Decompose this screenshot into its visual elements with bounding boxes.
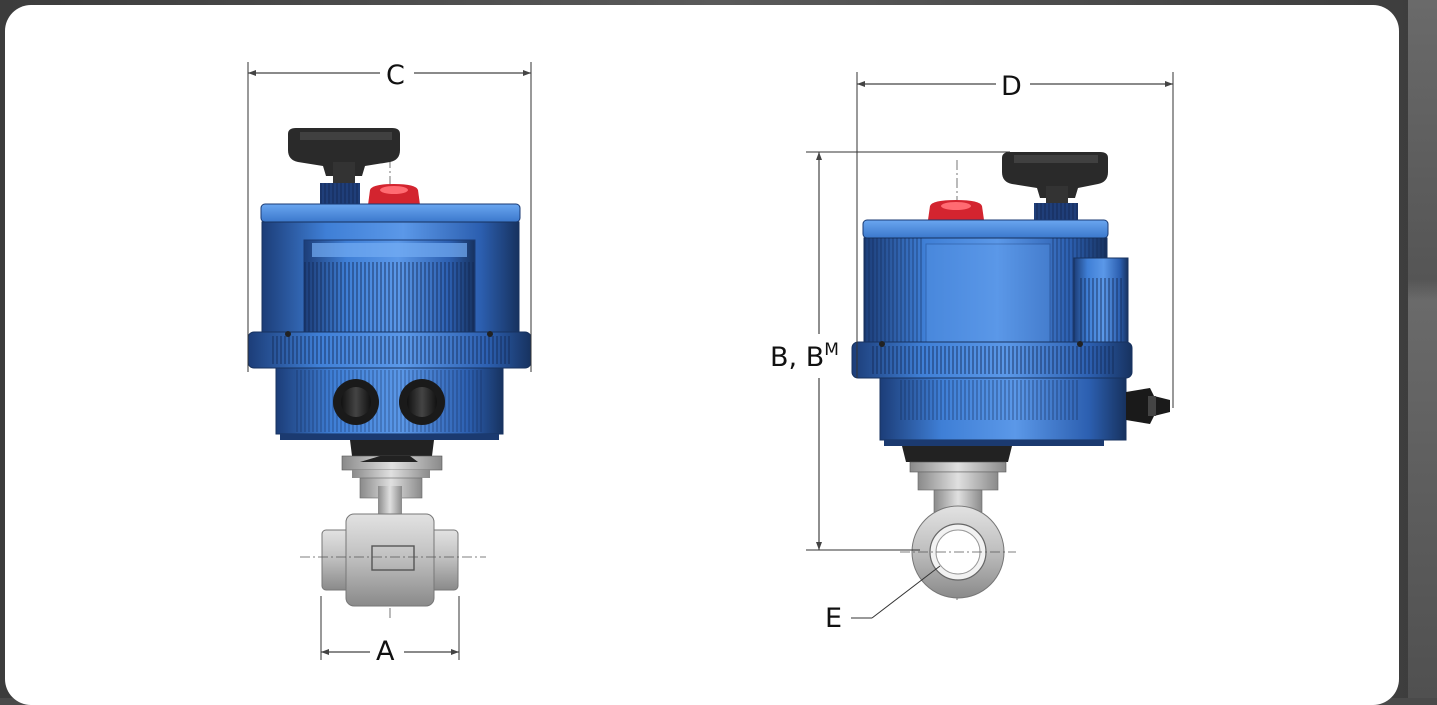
front-view: C A <box>247 60 532 667</box>
dimension-a: A <box>320 596 460 667</box>
dimension-e: E <box>825 565 941 634</box>
label-e: E <box>825 603 842 634</box>
indicator-icon <box>368 184 420 205</box>
drawing-panel <box>5 5 1399 705</box>
indicator-icon <box>928 200 984 220</box>
handwheel-icon <box>288 128 400 184</box>
ball-valve-front <box>300 513 486 607</box>
side-view: D B, BM E <box>770 71 1174 634</box>
right-edge-strip <box>1408 0 1437 698</box>
label-d: D <box>1001 71 1022 102</box>
label-c: C <box>386 60 405 91</box>
dimension-b: B, BM <box>770 151 1010 551</box>
label-b-superscript: M <box>824 340 839 360</box>
label-b-main: B, B <box>770 342 824 373</box>
dimension-d: D <box>856 71 1174 408</box>
cable-gland-icon <box>1126 388 1170 424</box>
cable-gland-icon <box>333 379 445 425</box>
handwheel-icon <box>1002 152 1108 206</box>
dimension-c: C <box>247 60 532 372</box>
label-a: A <box>376 636 395 667</box>
label-b: B, BM <box>770 340 839 373</box>
ball-valve-end <box>900 505 1016 599</box>
